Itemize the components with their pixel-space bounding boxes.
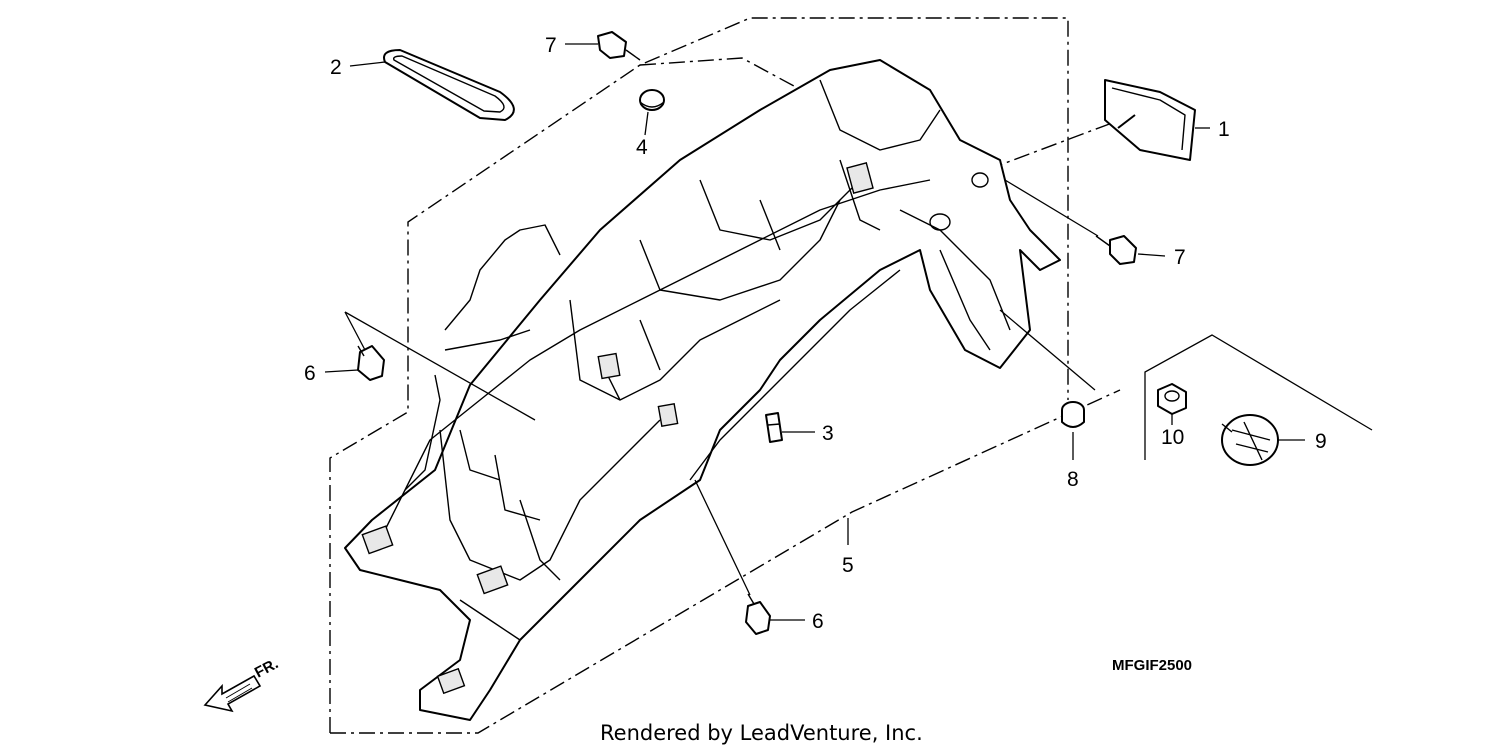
callout-7-upper: 7 bbox=[545, 34, 557, 57]
front-indicator-label: FR. bbox=[252, 655, 281, 681]
callout-2: 2 bbox=[330, 56, 342, 79]
accessory-box bbox=[1144, 334, 1373, 460]
callout-1: 1 bbox=[1218, 118, 1230, 141]
rubber-band-part[interactable] bbox=[383, 49, 515, 121]
bolt-part-lower[interactable] bbox=[745, 593, 771, 635]
credit-text: Rendered by LeadVenture, Inc. bbox=[600, 721, 923, 745]
leader-lines bbox=[324, 43, 1305, 621]
clip-nut-part[interactable] bbox=[765, 412, 783, 443]
rubber-cap-part[interactable] bbox=[639, 89, 665, 111]
grommet-part[interactable] bbox=[1221, 414, 1279, 466]
callout-6-lower: 6 bbox=[812, 610, 824, 633]
screw-part-upper[interactable] bbox=[597, 31, 641, 61]
screw-part-right[interactable] bbox=[1095, 235, 1137, 265]
callout-7-right: 7 bbox=[1174, 246, 1186, 269]
callout-5: 5 bbox=[842, 554, 854, 577]
callout-9: 9 bbox=[1315, 430, 1327, 453]
reflector-part[interactable] bbox=[1104, 79, 1196, 161]
collar-part[interactable] bbox=[1061, 401, 1085, 428]
rear-fender-part[interactable] bbox=[344, 59, 1061, 721]
bolt-part-upper[interactable] bbox=[357, 345, 385, 381]
callout-10: 10 bbox=[1161, 426, 1184, 449]
diagram-code: MFGIF2500 bbox=[1112, 657, 1192, 674]
front-arrow-icon bbox=[203, 674, 262, 713]
callout-4: 4 bbox=[636, 136, 648, 159]
callout-3: 3 bbox=[822, 422, 834, 445]
callout-6-upper: 6 bbox=[304, 362, 316, 385]
callout-8: 8 bbox=[1067, 468, 1079, 491]
cap-nut-part[interactable] bbox=[1157, 383, 1187, 415]
